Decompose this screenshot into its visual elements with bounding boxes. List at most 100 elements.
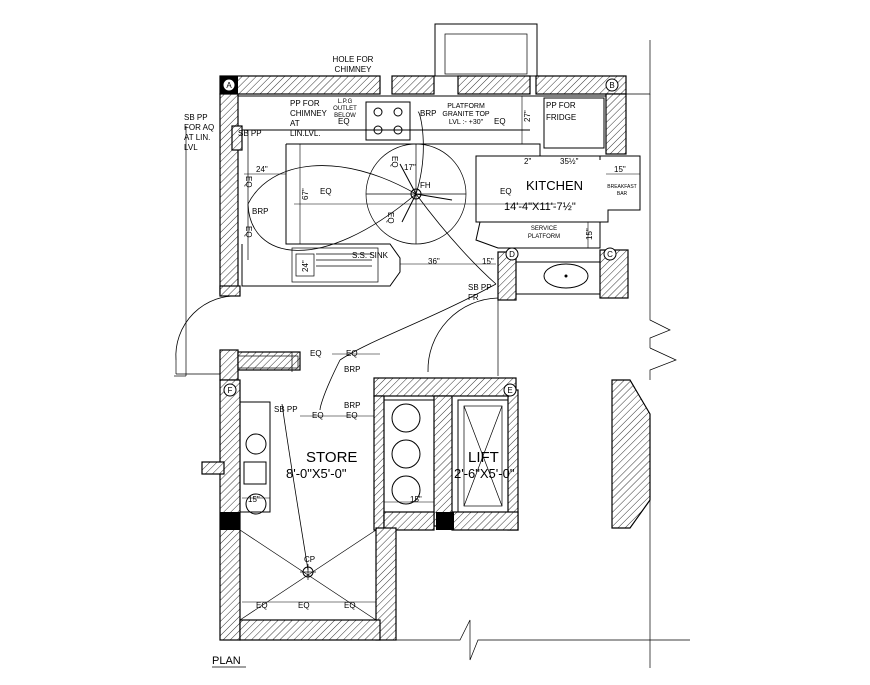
- svg-text:CHIMNEY: CHIMNEY: [335, 65, 373, 74]
- svg-text:BAR: BAR: [617, 191, 628, 197]
- label-sb-pp-store: SB PP: [274, 405, 298, 414]
- label-eq-14: EQ: [298, 601, 310, 610]
- dim-15-service: 15": [585, 228, 594, 240]
- label-eq-5: EQ: [320, 187, 332, 196]
- wiring: [174, 111, 497, 571]
- svg-text:CHIMNEY: CHIMNEY: [290, 109, 328, 118]
- kitchen-counter: [238, 95, 641, 287]
- svg-text:LIN.LVL.: LIN.LVL.: [290, 129, 321, 138]
- fridge: [543, 97, 605, 149]
- label-eq-15: EQ: [344, 601, 356, 610]
- dim-67: 67": [301, 188, 310, 200]
- svg-text:PP FOR: PP FOR: [290, 99, 320, 108]
- svg-text:LVL :- +30": LVL :- +30": [449, 119, 484, 126]
- service-sink: [515, 261, 601, 295]
- svg-text:SERVICE: SERVICE: [531, 226, 557, 232]
- svg-text:BREAKFAST: BREAKFAST: [607, 184, 636, 190]
- svg-text:AT: AT: [290, 119, 300, 128]
- dimension-lines: [242, 96, 640, 603]
- label-service-platform: SERVICE PLATFORM: [528, 226, 560, 240]
- grid-marker-d: D: [505, 247, 519, 261]
- svg-text:GRANITE TOP: GRANITE TOP: [442, 111, 490, 118]
- dim-36: 36": [428, 257, 440, 266]
- store-title: STORE: [306, 449, 357, 466]
- kitchen-size: 14'-4"X11'-7½": [504, 201, 576, 213]
- label-sb-pp-aq: SB PP FOR AQ AT LIN. LVL: [184, 113, 214, 152]
- dim-24: 24": [256, 165, 268, 174]
- label-lpg-outlet: L.P.G OUTLET BELOW: [333, 99, 357, 119]
- label-pp-fridge: PP FOR FRIDGE: [546, 101, 576, 122]
- cooktop: [365, 101, 411, 141]
- kitchen-title: KITCHEN: [526, 178, 583, 193]
- grid-marker-e: E: [503, 383, 517, 397]
- lift-size: 2'-6"X5'-0": [454, 466, 515, 481]
- dim-15-sink: 15": [482, 257, 494, 266]
- label-cp: CP: [304, 555, 315, 564]
- dim-17: 17": [404, 163, 416, 172]
- dim-15-bar: 15": [614, 165, 626, 174]
- dim-35half: 35½": [560, 157, 579, 166]
- outer-boundary: [396, 40, 690, 668]
- door-swings: [175, 295, 499, 376]
- svg-text:C: C: [607, 250, 613, 259]
- label-eq-10: EQ: [346, 349, 358, 358]
- svg-text:LVL: LVL: [184, 143, 198, 152]
- plan-title: PLAN: [212, 655, 241, 667]
- label-sb-pp-kitchen: SB PP: [238, 129, 262, 138]
- dim-2half: 2": [524, 157, 531, 166]
- lift-car: [457, 399, 509, 513]
- svg-text:BELOW: BELOW: [334, 113, 356, 119]
- label-eq-7: EQ: [386, 212, 395, 224]
- dim-15-store: 15": [248, 495, 260, 504]
- label-eq-1: EQ: [338, 117, 350, 126]
- store-shelves: [239, 399, 435, 515]
- dim-15-store-right: 15": [410, 495, 422, 504]
- grid-marker-f: F: [223, 383, 237, 397]
- svg-text:FRIDGE: FRIDGE: [546, 113, 576, 122]
- svg-text:A: A: [226, 81, 232, 90]
- label-eq-3: EQ: [244, 176, 253, 188]
- walls: [201, 75, 651, 641]
- label-brp-3: BRP: [344, 365, 360, 374]
- lift-title: LIFT: [468, 449, 499, 466]
- label-brp-1: BRP: [420, 109, 436, 118]
- svg-text:B: B: [609, 81, 614, 90]
- toilet-area: [239, 529, 377, 621]
- svg-text:FOR AQ: FOR AQ: [184, 123, 214, 132]
- label-brp-4: BRP: [344, 401, 360, 410]
- chimney-outline: [434, 23, 538, 77]
- svg-text:PLATFORM: PLATFORM: [528, 234, 560, 240]
- label-sb-pp-fr: SB PP FR: [468, 283, 492, 302]
- svg-text:D: D: [509, 250, 515, 259]
- svg-text:SB PP: SB PP: [468, 283, 492, 292]
- svg-text:OUTLET: OUTLET: [333, 106, 357, 112]
- svg-text:F: F: [228, 386, 233, 395]
- label-fh: FH: [420, 181, 431, 190]
- svg-text:AT LIN.: AT LIN.: [184, 133, 210, 142]
- label-breakfast-bar: BREAKFAST BAR: [607, 184, 636, 197]
- svg-text:PLATFORM: PLATFORM: [447, 103, 485, 110]
- label-eq-13: EQ: [256, 601, 268, 610]
- store-size: 8'-0"X5'-0": [286, 466, 347, 481]
- svg-text:FR: FR: [468, 293, 479, 302]
- label-pp-chimney: PP FOR CHIMNEY AT LIN.LVL.: [290, 99, 328, 138]
- label-eq-12: EQ: [346, 411, 358, 420]
- grid-marker-a: A: [222, 78, 236, 92]
- svg-text:HOLE FOR: HOLE FOR: [333, 55, 374, 64]
- label-platform: PLATFORM GRANITE TOP LVL :- +30": [442, 103, 490, 126]
- label-hole-for-chimney: HOLE FOR CHIMNEY: [333, 55, 374, 74]
- label-ss-sink: S.S. SINK: [352, 251, 389, 260]
- label-eq-2: EQ: [494, 117, 506, 126]
- svg-text:E: E: [507, 386, 512, 395]
- dim-24-sink: 24": [301, 260, 310, 272]
- svg-text:SB PP: SB PP: [184, 113, 208, 122]
- label-eq-6: EQ: [390, 156, 399, 168]
- fan-icon: [399, 163, 453, 223]
- svg-text:L.P.G: L.P.G: [338, 99, 353, 105]
- dim-27: 27": [523, 110, 532, 122]
- label-brp-2: BRP: [252, 207, 268, 216]
- label-eq-4: EQ: [244, 226, 253, 238]
- grid-marker-c: C: [603, 247, 617, 261]
- svg-text:PP FOR: PP FOR: [546, 101, 576, 110]
